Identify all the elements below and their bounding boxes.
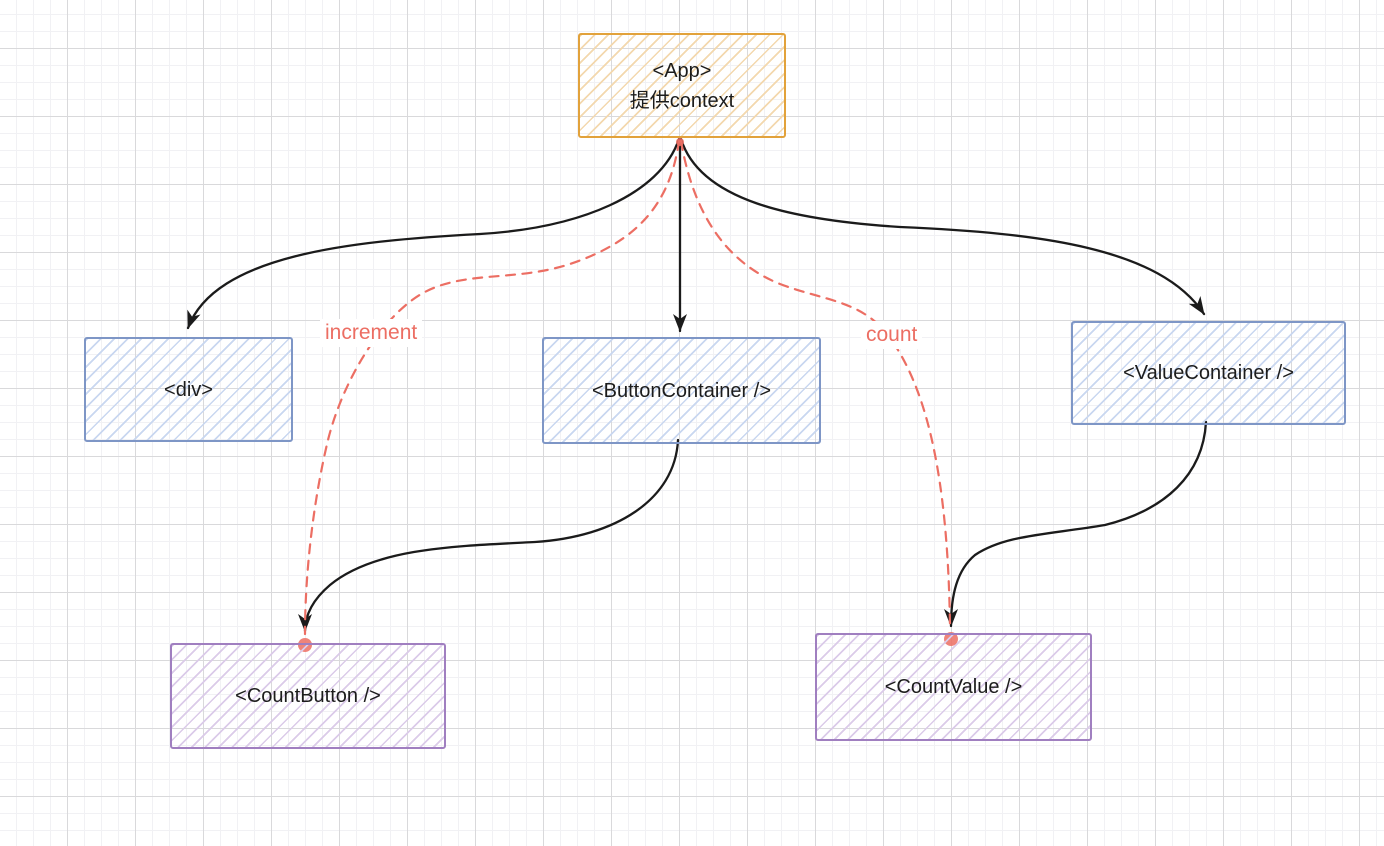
node-value-container-label: <ValueContainer /> bbox=[1123, 362, 1294, 384]
node-app-subtitle: 提供context bbox=[629, 89, 735, 112]
edge-label-increment[interactable]: increment bbox=[320, 319, 423, 348]
arrow-button-container-to-count-button[interactable] bbox=[298, 438, 680, 633]
node-button-container-label: <ButtonContainer /> bbox=[591, 379, 771, 402]
node-count-button-label: <CountButton /> bbox=[235, 685, 381, 707]
node-value-container[interactable]: <ValueContainer /> bbox=[1071, 321, 1346, 425]
node-app-title: <App> bbox=[652, 59, 712, 82]
node-count-value[interactable]: <CountValue /> bbox=[815, 633, 1092, 741]
arrow-value-container-to-count-value[interactable] bbox=[944, 420, 1208, 628]
node-div[interactable]: <div> bbox=[84, 337, 293, 442]
arrow-context-count[interactable] bbox=[679, 139, 952, 630]
node-app[interactable]: <App> 提供context bbox=[578, 33, 786, 138]
arrow-context-increment[interactable] bbox=[303, 139, 681, 636]
node-count-button[interactable]: <CountButton /> bbox=[170, 643, 446, 749]
node-button-container[interactable]: <ButtonContainer /> bbox=[542, 337, 821, 444]
arrow-app-to-div[interactable] bbox=[186, 137, 681, 330]
edge-label-count[interactable]: count bbox=[861, 321, 923, 350]
node-app-label: <App> 提供context bbox=[630, 56, 734, 116]
node-div-label: <div> bbox=[164, 378, 213, 401]
arrow-app-to-value-container[interactable] bbox=[679, 137, 1206, 316]
binding-dot-app[interactable] bbox=[676, 138, 684, 146]
node-count-value-label: <CountValue /> bbox=[884, 676, 1023, 698]
